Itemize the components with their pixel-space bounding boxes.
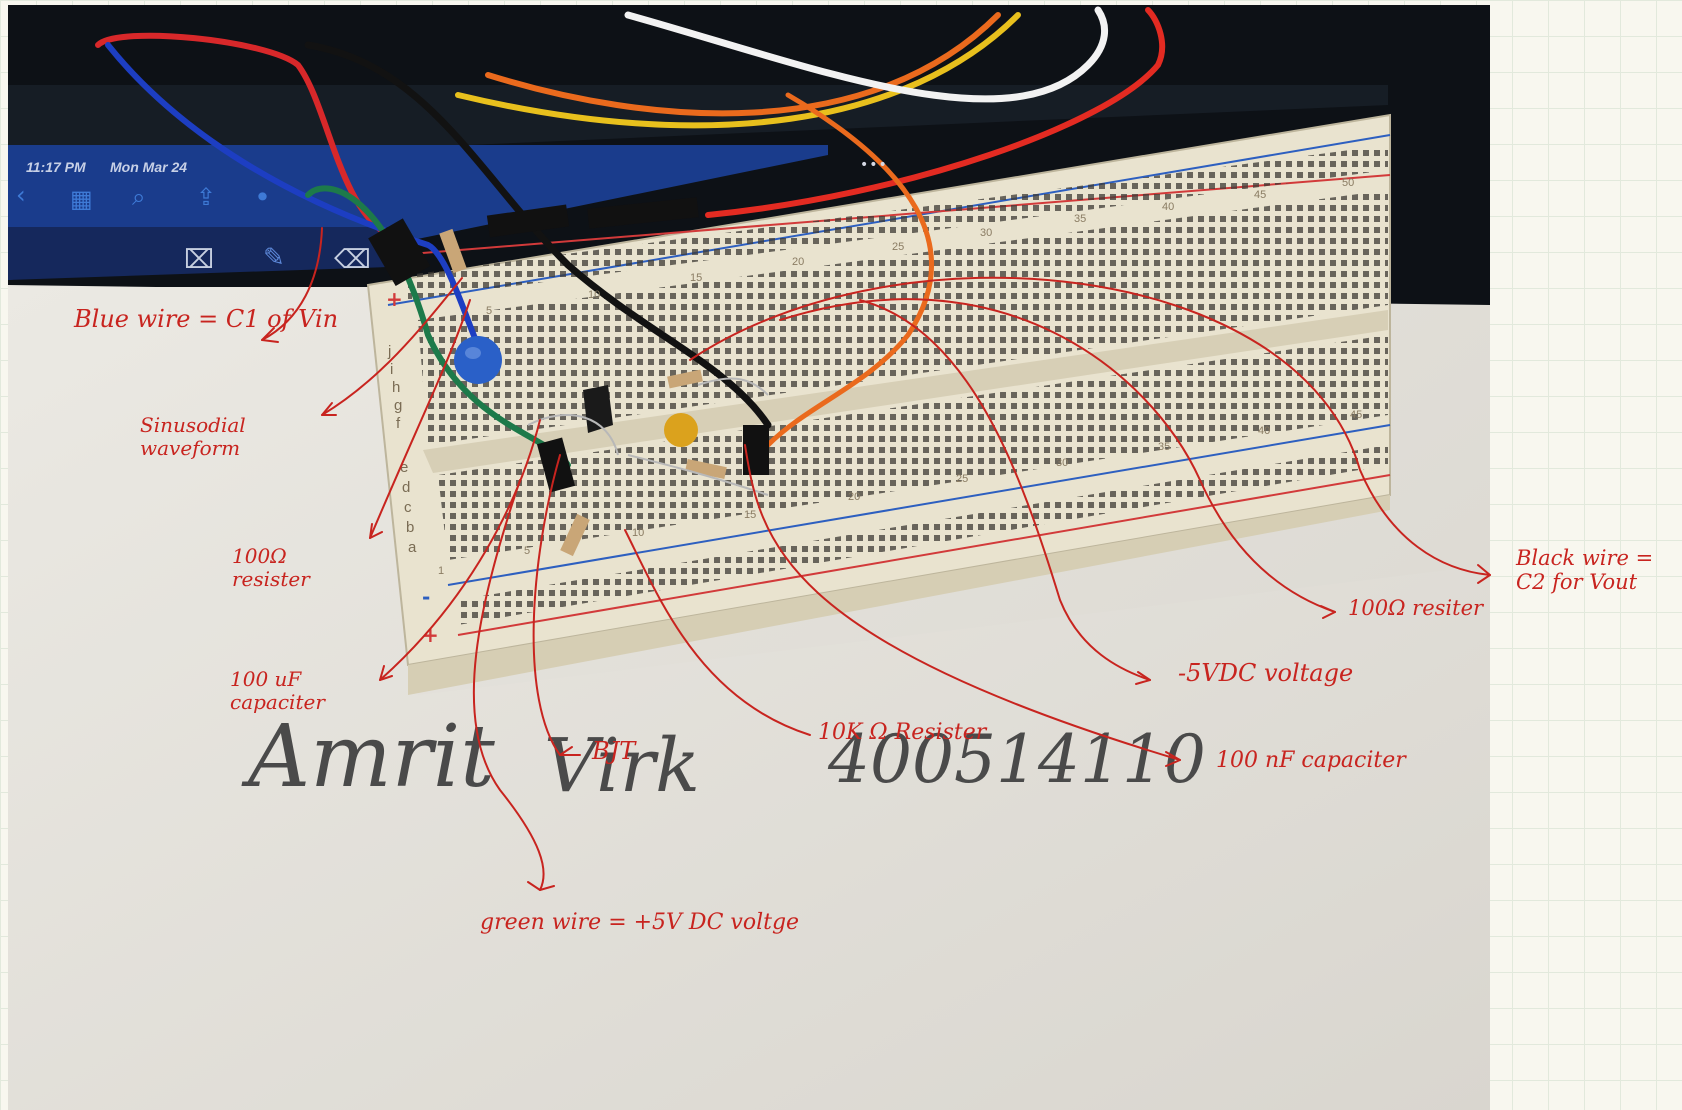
column-number: 5: [486, 305, 493, 317]
annotation-100nf-capacitor: 100 nF capaciter: [1216, 748, 1406, 773]
column-number: 10: [588, 289, 601, 301]
signature-last-name: Virk: [544, 723, 701, 809]
share-icon: ⇪: [196, 183, 217, 211]
microphone-icon: ⏺: [258, 186, 267, 207]
annotation-green-wire: green wire = +5V DC voltge: [480, 910, 800, 935]
column-number: 35: [1074, 213, 1087, 225]
row-letter: b: [406, 519, 415, 536]
search-icon: ⌕: [132, 183, 146, 211]
photo-scene: [8, 5, 1490, 1110]
annotation-black-wire: Black wire = C2 for Vout: [1516, 546, 1654, 595]
annotation-100-ohm-resistor: 100Ω resister: [232, 544, 310, 591]
breadboard-photo: 11:17 PM Mon Mar 24 ‹ ▦ ⌕ ⇪ ⏺ ••• ⌧ ✎ ⌫ …: [8, 5, 1490, 1110]
column-number: 40: [1258, 425, 1271, 437]
column-number: 45: [1350, 409, 1363, 421]
annotation-sinusoidal: Sinusodial waveform: [140, 413, 246, 460]
column-number: 10: [632, 527, 645, 539]
column-number: 30: [1056, 457, 1069, 469]
annotation-10k-resistor: 10K Ω Resister: [818, 720, 987, 745]
column-number: 45: [1254, 189, 1267, 201]
column-number: 25: [956, 473, 969, 485]
row-letter: e: [400, 459, 409, 476]
column-number: 30: [980, 227, 993, 239]
annotation-100uf-capacitor: 100 uF capaciter: [230, 667, 325, 714]
column-number: 1: [438, 565, 445, 577]
column-number: 20: [792, 256, 805, 268]
back-chevron-icon: ‹: [16, 181, 26, 209]
column-number: 50: [1342, 177, 1355, 189]
pen-icon: ✎: [263, 243, 285, 273]
annotation-neg-5v: -5VDC voltage: [1178, 659, 1354, 687]
row-letter: f: [396, 415, 401, 432]
more-dots-icon: •••: [860, 157, 888, 173]
column-number: 40: [1162, 201, 1175, 213]
row-letter: c: [404, 499, 412, 516]
column-number: 5: [524, 545, 531, 557]
annotation-bjt: BJT: [592, 737, 636, 765]
eraser-icon: ⌫: [334, 245, 371, 275]
row-letter: a: [408, 539, 417, 556]
row-letter: d: [402, 479, 411, 496]
column-number: 25: [892, 241, 905, 253]
rail-sign: -: [422, 585, 431, 609]
row-letter: j: [388, 343, 392, 360]
column-number: 15: [744, 509, 757, 521]
row-letter: i: [390, 361, 394, 378]
row-letter: g: [394, 397, 403, 414]
row-letter: h: [392, 379, 401, 396]
column-number: 15: [690, 272, 703, 284]
signature-first-name: Amrit: [248, 707, 495, 807]
column-number: 20: [848, 491, 861, 503]
annotation-100-ohm-resistor-right: 100Ω resiter: [1348, 596, 1484, 620]
rail-sign: +: [386, 287, 403, 311]
annotation-blue-wire: Blue wire = C1 of Vin: [74, 305, 339, 333]
grid-icon: ▦: [70, 185, 93, 213]
ipad-time: 11:17 PM: [26, 159, 86, 175]
ipad-date: Mon Mar 24: [110, 159, 188, 175]
column-number: 35: [1158, 441, 1171, 453]
lasso-icon: ⌧: [184, 245, 214, 275]
rail-sign: +: [422, 623, 439, 647]
